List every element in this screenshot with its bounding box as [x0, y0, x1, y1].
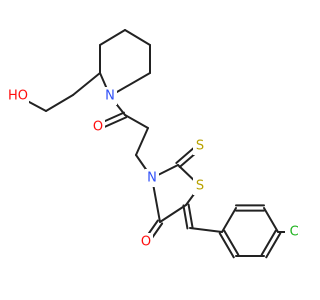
atom-bg-s2 [193, 177, 207, 195]
atom-label-cl: Cl [290, 225, 300, 240]
bond-c15-c16 [221, 207, 237, 233]
atom-label-n2: N [147, 171, 157, 186]
bond-c1-c2 [45, 94, 74, 112]
bond-c21-c15-b [223, 229, 240, 256]
atom-bg-cl [285, 223, 300, 241]
bond-c21-c15-a [218, 232, 235, 259]
bond-c19-c20-b [260, 229, 277, 256]
atom-label-n1: N [105, 89, 115, 104]
bond-c12-c13 [159, 204, 187, 223]
atom-label-o1: O [93, 120, 103, 135]
bond-c12-c14-a [187, 203, 194, 229]
bond-c4-c5 [99, 29, 126, 46]
bond-c8-c9 [124, 114, 149, 129]
atom-label-ho: HO [8, 89, 28, 104]
structure-diagram: HO N O N S S O Cl [7, 29, 300, 259]
atom-bg-s1 [193, 137, 207, 155]
bond-c18-c19 [263, 207, 279, 233]
bond-c14-c15 [189, 227, 223, 233]
bond-c9-c10 [135, 127, 149, 156]
atom-label-s1: S [196, 139, 204, 154]
atom-label-layer: HO N O N S S O Cl [7, 87, 300, 251]
atom-bg-ho [7, 87, 29, 105]
bond-c2-c3 [72, 72, 101, 96]
atom-label-o2: O [141, 235, 151, 250]
atom-bg-o2 [139, 233, 153, 251]
bond-layer [17, 29, 297, 259]
atom-label-s2: S [196, 179, 204, 194]
atom-bg-o1 [91, 118, 105, 136]
atom-bg-n1 [103, 87, 117, 105]
bond-c19-c20-a [265, 232, 282, 259]
bond-c5-c6 [124, 29, 151, 46]
atom-bg-n2 [145, 169, 159, 187]
bond-c12-c14-b [182, 204, 189, 230]
